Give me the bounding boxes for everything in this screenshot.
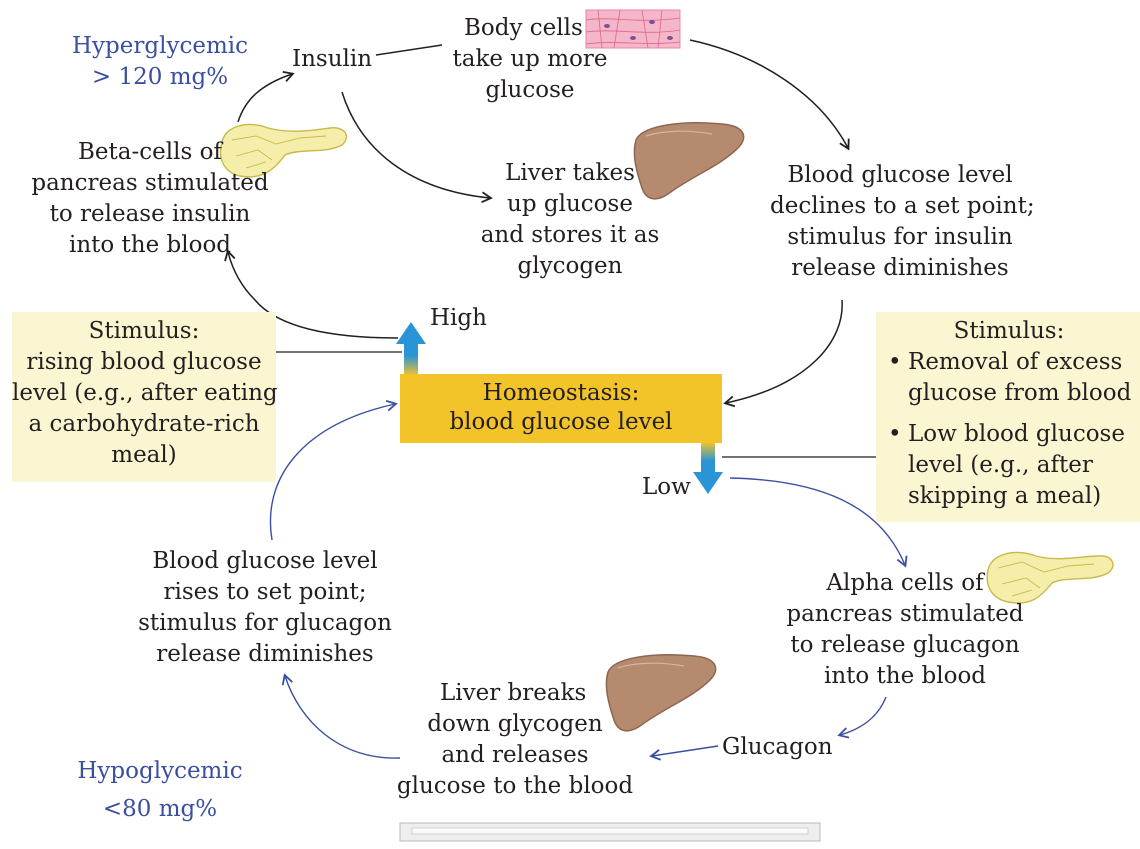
- body-cells-label: Body cells take up more glucose: [430, 13, 630, 106]
- alpha-cells-line-3: to release glucagon: [780, 630, 1030, 661]
- liver-takes-line-2: up glucose: [470, 189, 670, 220]
- hypoglycemic-title: Hypoglycemic: [70, 752, 250, 790]
- alpha-cells-label: Alpha cells of pancreas stimulated to re…: [780, 568, 1030, 692]
- hyperglycemic-title: Hyperglycemic: [70, 31, 250, 62]
- bullet-dot-icon: •: [888, 419, 902, 450]
- liver-breaks-line-3: and releases: [390, 740, 640, 771]
- beta-cells-line-3: to release insulin: [30, 199, 270, 230]
- bullet-2-line-2: level (e.g., after: [908, 450, 1131, 481]
- alpha-cells-line-4: into the blood: [780, 661, 1030, 692]
- rises-line-4: release diminishes: [130, 639, 400, 670]
- bullet-dot-icon: •: [888, 347, 902, 378]
- liver-takes-line-1: Liver takes: [470, 158, 670, 189]
- body-cells-line-1: Body cells: [430, 13, 630, 44]
- liver-breaks-line-2: down glycogen: [390, 709, 640, 740]
- stimulus-left-line-3: a carbohydrate-rich: [12, 409, 276, 440]
- homeostasis-title: Homeostasis:: [400, 379, 722, 408]
- bottom-bar: [400, 823, 820, 841]
- bullet-2-line-1: Low blood glucose: [908, 419, 1131, 450]
- liver-breaks-label: Liver breaks down glycogen and releases …: [390, 678, 640, 802]
- stimulus-left-line-1: rising blood glucose: [12, 347, 276, 378]
- declines-label: Blood glucose level declines to a set po…: [770, 160, 1030, 284]
- insulin-label: Insulin: [292, 44, 372, 75]
- hypoglycemic-value: <80 mg%: [70, 790, 250, 828]
- declines-line-1: Blood glucose level: [770, 160, 1030, 191]
- high-arrow-icon: [396, 322, 426, 376]
- stimulus-right-title: Stimulus:: [876, 316, 1140, 347]
- liver-breaks-line-4: glucose to the blood: [390, 771, 640, 802]
- rises-line-2: rises to set point;: [130, 577, 400, 608]
- stimulus-right-bullets: • Removal of excess glucose from blood •…: [888, 347, 1131, 512]
- declines-line-2: declines to a set point;: [770, 191, 1030, 222]
- beta-cells-line-4: into the blood: [30, 230, 270, 261]
- high-label: High: [430, 303, 487, 334]
- arrow-rises-to-homeostasis: [270, 404, 395, 540]
- arrow-decline-to-homeostasis: [726, 300, 842, 403]
- arrow-glucagon-to-liver: [652, 746, 718, 756]
- bullet-2-line-3: skipping a meal): [908, 481, 1131, 512]
- homeostasis-subtitle: blood glucose level: [400, 408, 722, 437]
- low-label: Low: [642, 472, 691, 503]
- body-cells-line-2: take up more: [430, 44, 630, 75]
- liver-takes-line-4: glycogen: [470, 251, 670, 282]
- arrow-liver-to-rises: [285, 676, 400, 758]
- stimulus-right-bullet-2: • Low blood glucose level (e.g., after s…: [888, 419, 1131, 512]
- stimulus-left-line-4: meal): [12, 440, 276, 471]
- rises-line-3: stimulus for glucagon: [130, 608, 400, 639]
- beta-cells-line-1: Beta-cells of: [30, 137, 270, 168]
- hypoglycemic-label: Hypoglycemic <80 mg%: [70, 752, 250, 828]
- hyperglycemic-value: > 120 mg%: [70, 62, 250, 93]
- arrow-alpha-to-glucagon: [840, 697, 886, 735]
- declines-line-4: release diminishes: [770, 253, 1030, 284]
- stimulus-left-line-2: level (e.g., after eating: [12, 378, 276, 409]
- liver-takes-label: Liver takes up glucose and stores it as …: [470, 158, 670, 282]
- declines-line-3: stimulus for insulin: [770, 222, 1030, 253]
- stimulus-right-bullet-1: • Removal of excess glucose from blood: [888, 347, 1131, 409]
- low-arrow-icon: [693, 442, 723, 494]
- stimulus-left-title: Stimulus:: [12, 316, 276, 347]
- glucagon-label: Glucagon: [722, 732, 833, 763]
- beta-cells-label: Beta-cells of pancreas stimulated to rel…: [30, 137, 270, 261]
- body-cells-line-3: glucose: [430, 75, 630, 106]
- bullet-1-line-2: glucose from blood: [908, 378, 1131, 409]
- arrow-insulin-to-liver: [342, 92, 490, 198]
- liver-takes-line-3: and stores it as: [470, 220, 670, 251]
- alpha-cells-line-2: pancreas stimulated: [780, 599, 1030, 630]
- stimulus-left-text: Stimulus: rising blood glucose level (e.…: [12, 316, 276, 471]
- rises-label: Blood glucose level rises to set point; …: [130, 546, 400, 670]
- liver-breaks-line-1: Liver breaks: [390, 678, 640, 709]
- hyperglycemic-label: Hyperglycemic > 120 mg%: [70, 31, 250, 93]
- alpha-cells-line-1: Alpha cells of: [780, 568, 1030, 599]
- rises-line-1: Blood glucose level: [130, 546, 400, 577]
- beta-cells-line-2: pancreas stimulated: [30, 168, 270, 199]
- homeostasis-box: Homeostasis: blood glucose level: [400, 374, 722, 443]
- bullet-1-line-1: Removal of excess: [908, 347, 1131, 378]
